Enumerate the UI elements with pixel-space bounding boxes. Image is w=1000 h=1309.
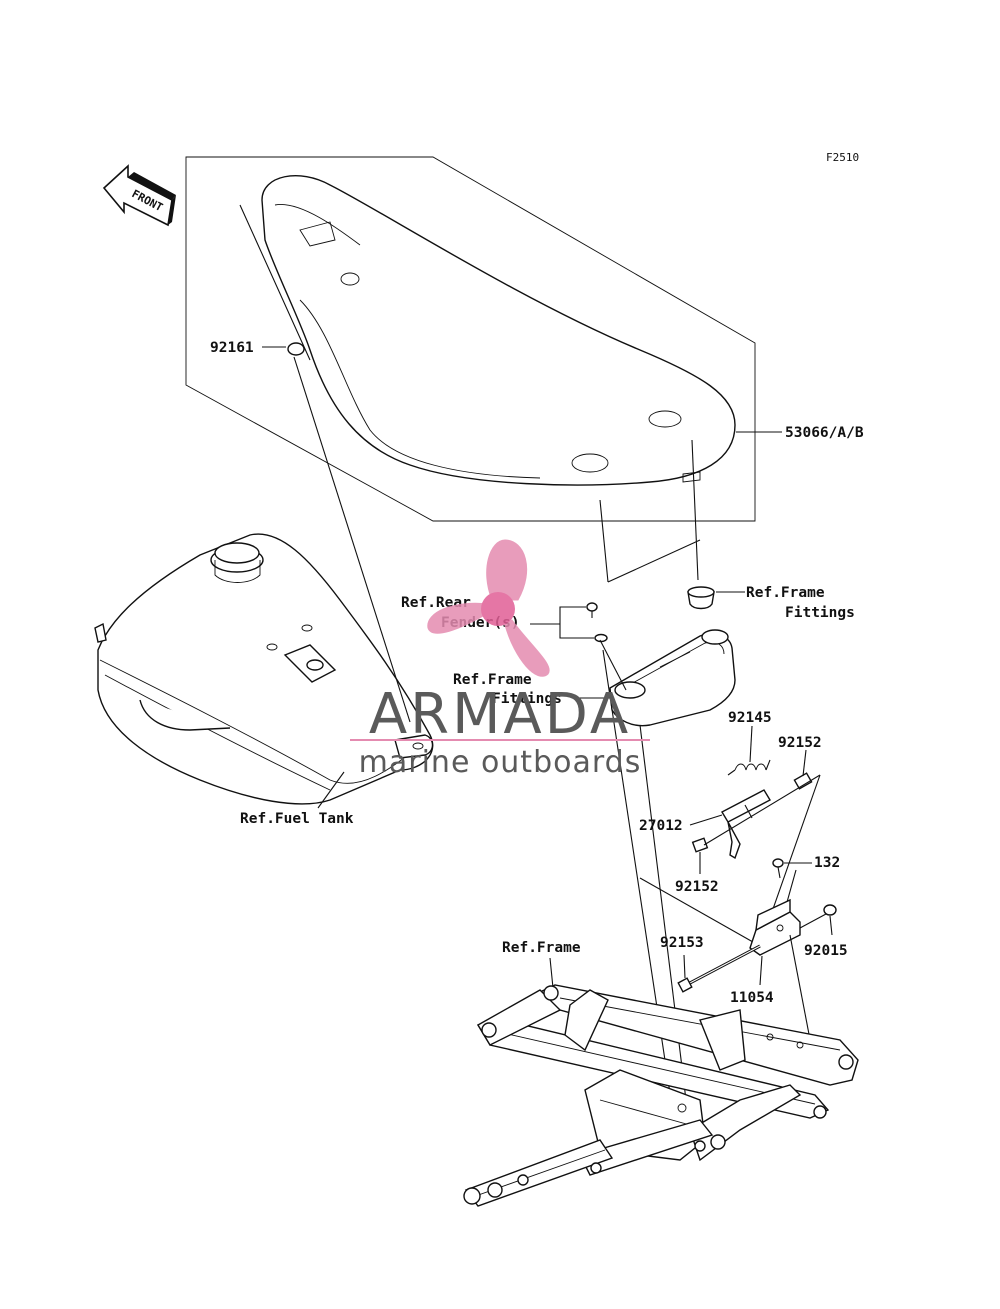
watermark-brand: ARMADA bbox=[369, 682, 631, 747]
label-ref-frame-fittings-1-line2: Fittings bbox=[785, 605, 855, 621]
label-ref-frame-fittings-2-line2: Fittings bbox=[492, 691, 562, 707]
frame-fitting-cap bbox=[687, 586, 715, 610]
label-ref-fuel-tank: Ref.Fuel Tank bbox=[240, 811, 354, 827]
bolt-92153 bbox=[677, 944, 761, 993]
nut-92015 bbox=[823, 904, 837, 916]
label-92161: 92161 bbox=[210, 340, 254, 356]
label-ref-frame-fittings-2-line1: Ref.Frame bbox=[453, 672, 532, 688]
collar-92152-upper bbox=[793, 772, 813, 790]
label-92153: 92153 bbox=[660, 935, 704, 951]
bolt-132 bbox=[772, 858, 784, 879]
spring-92145 bbox=[727, 759, 771, 776]
label-53066: 53066/A/B bbox=[785, 425, 864, 441]
seat bbox=[261, 175, 736, 486]
label-92145: 92145 bbox=[728, 710, 772, 726]
label-ref-frame: Ref.Frame bbox=[502, 940, 581, 956]
latch-27012 bbox=[721, 789, 771, 860]
label-27012: 27012 bbox=[639, 818, 683, 834]
label-132: 132 bbox=[814, 855, 840, 871]
watermark-tagline: marine outboards bbox=[359, 745, 642, 780]
bracket-11054 bbox=[749, 898, 801, 956]
watermark-logo bbox=[427, 539, 550, 677]
label-92152-lower: 92152 bbox=[675, 879, 719, 895]
label-92015: 92015 bbox=[804, 943, 848, 959]
rear-fender-bolt bbox=[586, 602, 608, 643]
seat-assembly-box bbox=[185, 156, 756, 522]
seat-bracket-housing bbox=[609, 629, 736, 727]
frame bbox=[463, 984, 859, 1207]
damper-92161: 92161 bbox=[210, 340, 305, 356]
diagram-code: F2510 bbox=[826, 151, 859, 164]
label-92152-upper: 92152 bbox=[778, 735, 822, 751]
label-11054: 11054 bbox=[730, 990, 774, 1006]
fuel-tank bbox=[94, 533, 434, 805]
front-arrow-icon: FRONT bbox=[102, 164, 176, 227]
collar-92152-lower bbox=[691, 837, 709, 853]
label-ref-frame-fittings-1-line1: Ref.Frame bbox=[746, 585, 825, 601]
